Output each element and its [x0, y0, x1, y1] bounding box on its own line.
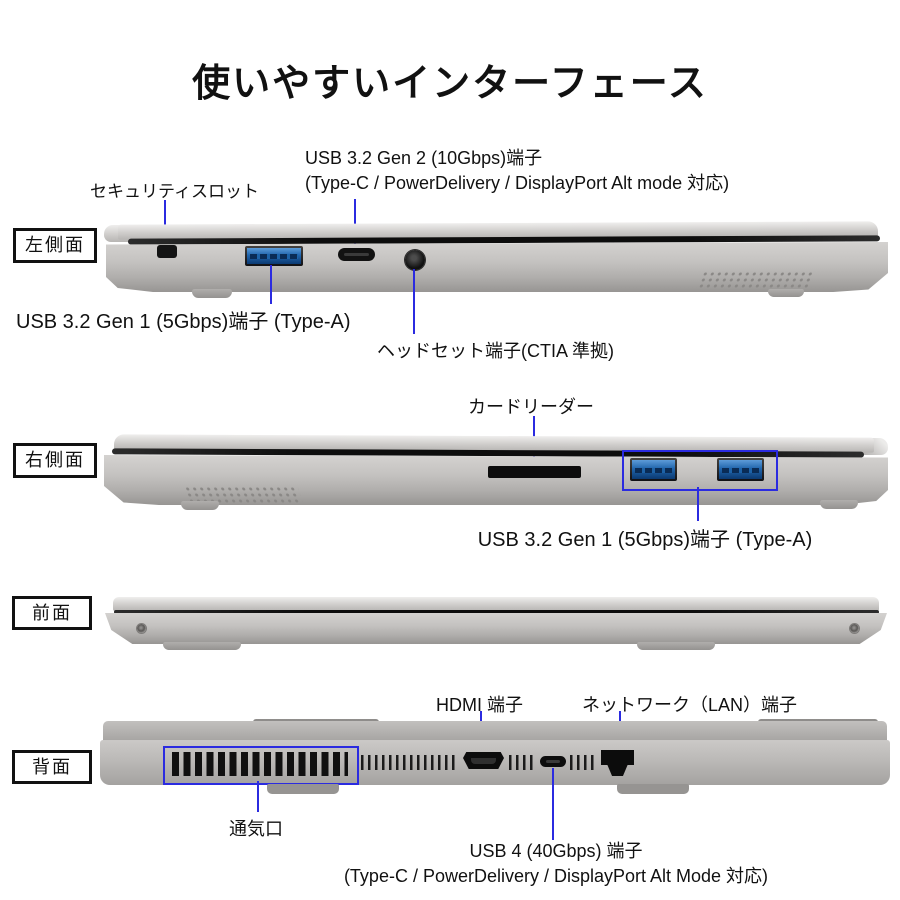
usb4-type-c-port [540, 756, 566, 767]
usb-a-port-2 [717, 458, 764, 481]
vent-slats-thin [570, 755, 596, 770]
rubber-foot [617, 784, 689, 794]
lan-label: ネットワーク（LAN）端子 [582, 695, 798, 715]
vent-leader-line [257, 781, 259, 812]
hdmi-port-inner [471, 758, 496, 764]
back-view-lid [103, 721, 887, 742]
usb-a-port [245, 246, 303, 266]
usb4-label: USB 4 (40Gbps) 端子 (Type-C / PowerDeliver… [344, 839, 768, 889]
rubber-foot [192, 289, 232, 298]
vent-label: 通気口 [229, 819, 283, 839]
card-reader-slot [488, 466, 581, 478]
section-tag-right-side: 右側面 [13, 443, 97, 478]
screw [850, 624, 859, 633]
usb-a-port-1-inner [632, 460, 675, 479]
rubber-foot [181, 501, 219, 510]
vent-slats-thin [361, 755, 457, 770]
usb-a-pair-leader-line [697, 487, 699, 521]
rubber-foot [768, 289, 804, 297]
hdmi-label: HDMI 端子 [436, 695, 523, 715]
vent-slats [172, 752, 348, 776]
section-tag-back: 背面 [12, 750, 92, 784]
headset-leader-line [413, 269, 415, 334]
rubber-foot [267, 784, 339, 794]
vent-highlight-box [163, 746, 359, 785]
usb-c-gen2-label-line2: (Type-C / PowerDelivery / DisplayPort Al… [305, 173, 730, 193]
section-tag-left-side: 左側面 [13, 228, 97, 263]
card-reader-label: カードリーダー [468, 397, 594, 417]
usb-a-port-2-inner [719, 460, 762, 479]
front-view-lid [113, 597, 879, 611]
front-view-body [105, 613, 887, 644]
hdmi-port [463, 752, 504, 769]
usb-c-gen2-label: USB 3.2 Gen 2 (10Gbps)端子 (Type-C / Power… [305, 146, 729, 196]
lan-port [601, 750, 634, 765]
usb-a-leader-line [270, 265, 272, 304]
usb4-label-line2: (Type-C / PowerDelivery / DisplayPort Al… [343, 866, 769, 886]
security-slot-label: セキュリティスロット [90, 182, 259, 201]
lan-port-tab [607, 764, 628, 776]
usb-a-label: USB 3.2 Gen 1 (5Gbps)端子 (Type-A) [16, 311, 351, 333]
usb-a-pair-label: USB 3.2 Gen 1 (5Gbps)端子 (Type-A) [477, 529, 813, 551]
vent-slats-thin [509, 755, 533, 770]
section-tag-front: 前面 [12, 596, 92, 630]
usb-c-leader-line [354, 199, 356, 246]
usb-a-ports-highlight-box [622, 450, 778, 491]
rubber-foot [820, 500, 858, 509]
rubber-foot [163, 642, 241, 650]
security-slot-leader-line [164, 200, 166, 243]
security-slot [157, 245, 177, 258]
usb-c-port [338, 248, 375, 261]
usb-a-port-1 [630, 458, 677, 481]
headset-jack [405, 250, 425, 270]
page-title: 使いやすいインターフェース [192, 63, 708, 105]
usb4-leader-line [552, 768, 554, 840]
screw [137, 624, 146, 633]
front-view-lid-gap [114, 610, 879, 614]
usb-a-port-inner [247, 248, 301, 264]
speaker-grille [697, 271, 815, 288]
usb-c-gen2-label-line1: USB 3.2 Gen 2 (10Gbps)端子 [305, 148, 543, 168]
usb4-label-line1: USB 4 (40Gbps) 端子 [469, 841, 643, 861]
rubber-foot [637, 642, 715, 650]
headset-label: ヘッドセット端子(CTIA 準拠) [377, 341, 614, 361]
